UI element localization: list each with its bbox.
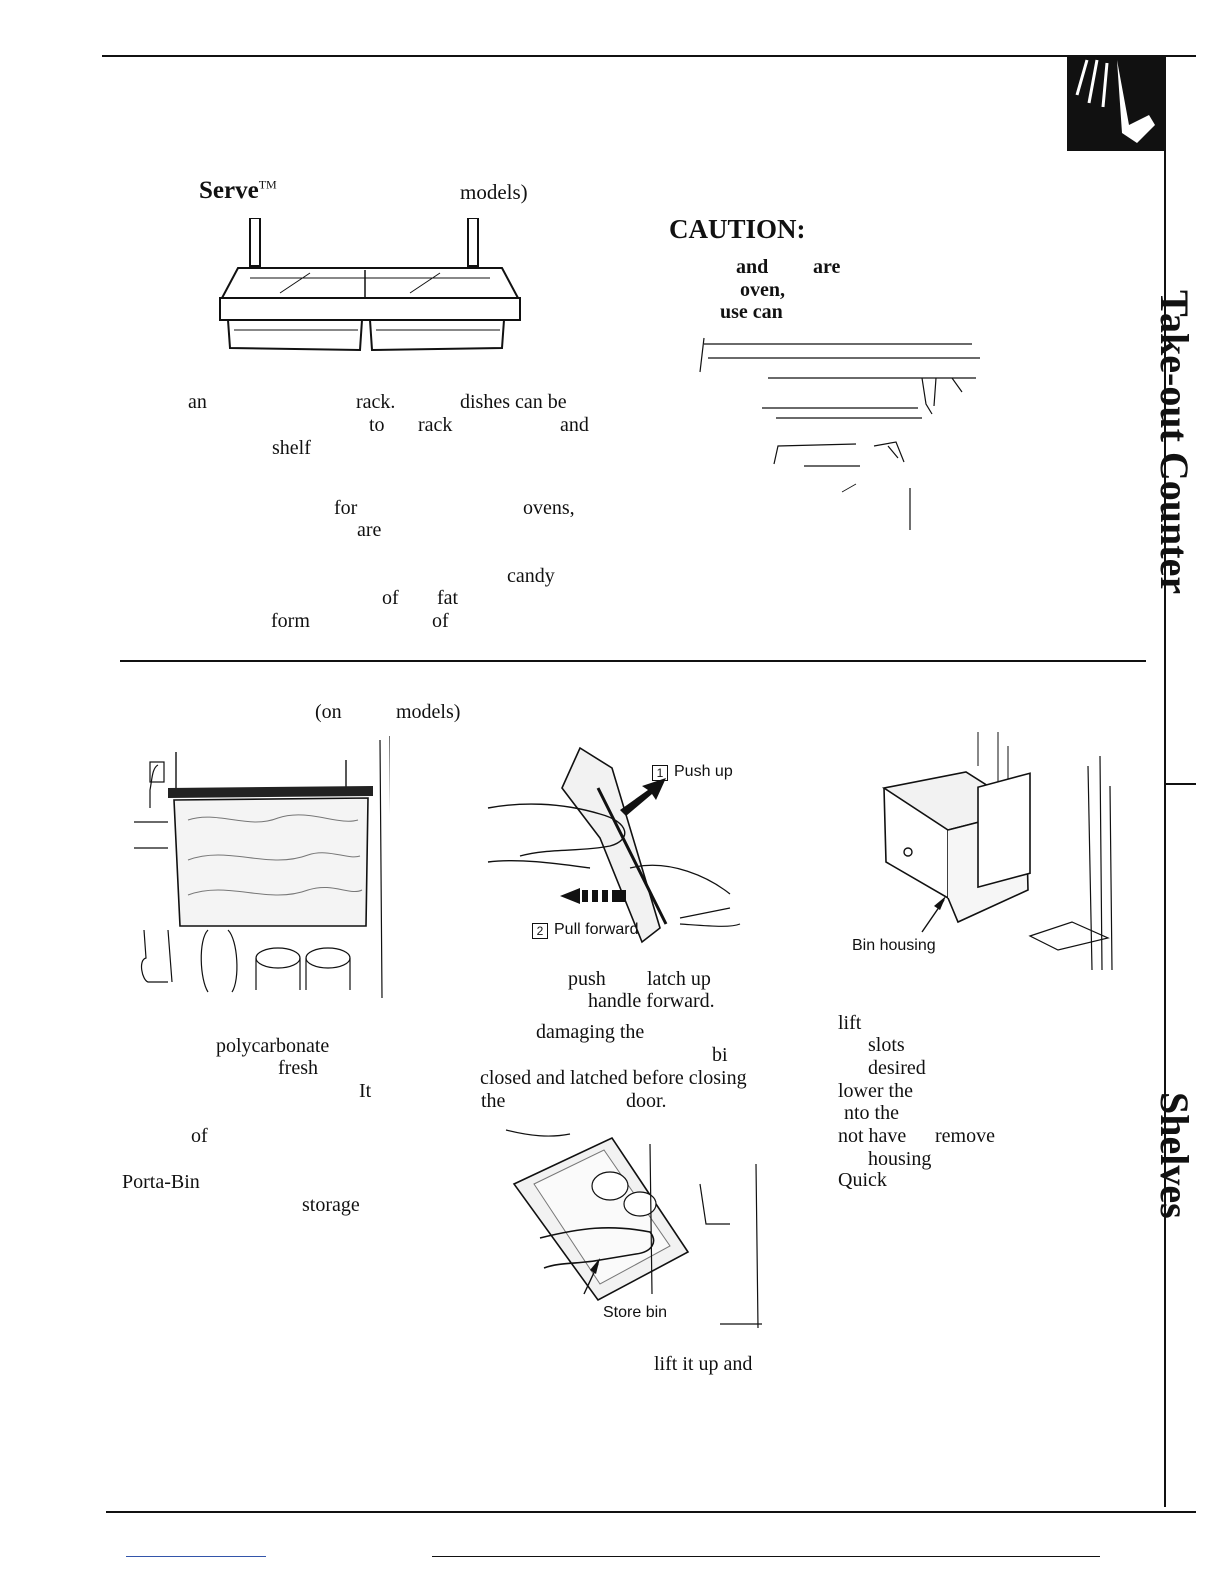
pb-word: closed and latched before closing [480,1067,747,1089]
qs-word: shelf [272,437,311,459]
top-rule [102,55,1196,57]
pull-forward-label: 2 Pull forward [532,921,638,939]
pb-word: bi [712,1044,728,1066]
quick-serve-heading: ServeTM [199,178,277,203]
pb-word: Porta-Bin [122,1171,200,1193]
pb-word: Quick [838,1169,887,1191]
shelf-illustration [699,337,980,530]
heading-tm: TM [258,177,277,192]
qs-word: fat [437,587,459,609]
door-bin-illustration [134,736,390,998]
pb-word: housing [868,1148,932,1170]
quick-serve-heading-suffix: models) [460,180,528,204]
pb-word: of [191,1125,208,1147]
bin-housing-illustration [881,732,1113,971]
qs-word: form [271,610,310,632]
pb-word: polycarbonate [216,1035,330,1057]
heading-brand: Serve [199,177,259,204]
pull-forward-text: Pull forward [554,921,639,938]
pb-word: slots [868,1034,905,1056]
footer-rule [432,1556,1100,1557]
pb-word: It [359,1080,372,1102]
side-tab-divider [1166,783,1196,785]
pb-word: lift it up and [654,1353,753,1375]
porta-bin-heading-a: (on [315,701,342,723]
side-tab-shelves: Shelves [1152,1092,1197,1219]
latch-illustration [487,746,741,944]
pb-word: push [568,968,606,990]
pb-word: damaging the [536,1021,645,1043]
qs-word: for [334,497,358,519]
section-divider [120,660,1146,662]
porta-bin-heading-b: models) [396,701,461,723]
qs-word: dishes can be [460,391,567,413]
side-tab-rule [1164,55,1166,1507]
store-bin-label: Store bin [603,1304,668,1321]
caution-word: and [736,256,769,278]
qs-word: rack. [356,391,396,413]
step-2-box: 2 [532,923,548,939]
qs-word: ovens, [523,497,575,519]
caution-word: are [813,256,841,278]
qs-word: candy [507,565,555,587]
pb-word: not have [838,1125,907,1147]
pb-word: lower the [838,1080,913,1102]
push-up-text: Push up [674,763,733,780]
qs-word: of [432,610,449,632]
qs-word: of [382,587,399,609]
quick-serve-rack-illustration [219,218,521,352]
pb-word: latch up [647,968,711,990]
pointing-hand-icon [1067,55,1164,151]
pb-word: nto the [844,1102,899,1124]
side-tab-take-out-counter: Take-out Counter [1152,290,1197,595]
step-1-box: 1 [652,765,668,781]
pb-word: storage [302,1194,360,1216]
pb-word: desired [868,1057,926,1079]
pb-word: the [481,1090,506,1112]
qs-word: an [188,391,207,413]
bottom-rule [106,1511,1196,1513]
qs-word: are [357,519,382,541]
caution-title: CAUTION: [669,214,806,244]
store-bin-illustration [505,1129,762,1329]
pb-word: door. [626,1090,667,1112]
pb-word: remove [935,1125,995,1147]
qs-word: rack [418,414,453,436]
push-up-label: 1 Push up [652,763,733,781]
qs-word: to [369,414,385,436]
footer-link-line [126,1556,266,1557]
bin-housing-label: Bin housing [852,937,936,954]
caution-word: use can [720,301,783,323]
qs-word: and [560,414,589,436]
pb-word: lift [838,1012,862,1034]
pb-word: fresh [278,1057,318,1079]
caution-word: oven, [740,279,785,301]
pb-word: handle forward. [588,990,715,1012]
